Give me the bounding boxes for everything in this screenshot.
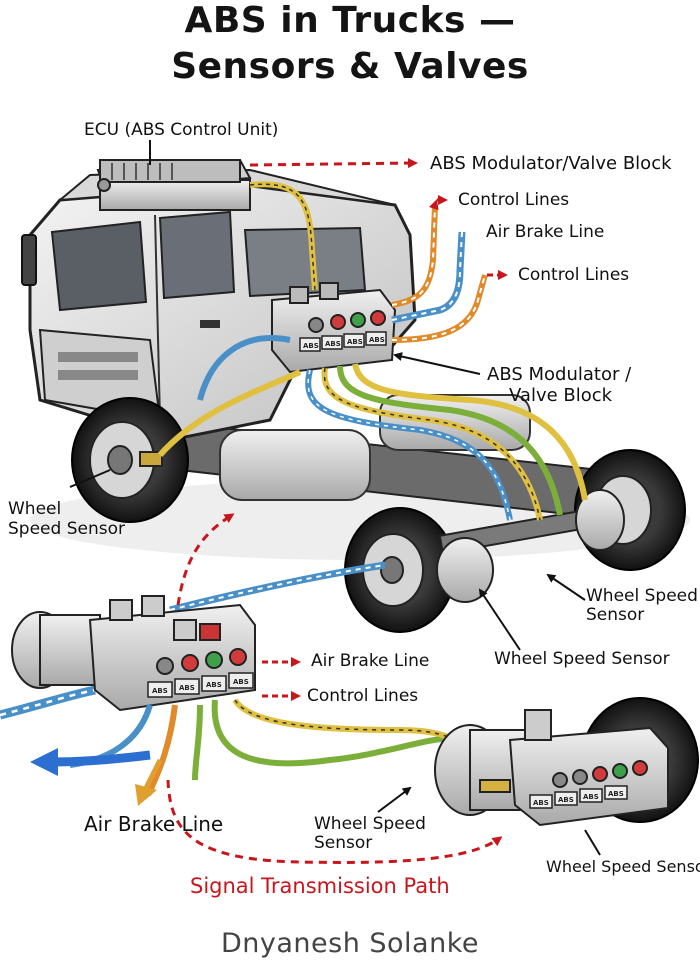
- label-wheel-speed-sensor-bottom-2: Sensor: [314, 833, 373, 853]
- air-tank: [219, 429, 371, 501]
- valve-block-top: ABS ABS ABS ABS: [271, 282, 397, 374]
- author-credit: Dnyanesh Solanke: [220, 928, 479, 959]
- label-wheel-speed-sensor-bottom-1: Wheel Speed: [314, 814, 426, 834]
- label-wheel-speed-sensor-front-1: Wheel: [8, 499, 62, 519]
- side-window: [158, 210, 236, 300]
- rear-brake-drum: [436, 537, 494, 603]
- label-ecu: ECU (ABS Control Unit): [84, 120, 279, 140]
- label-control-lines-1: Control Lines: [458, 190, 570, 210]
- valve-tag: ABS: [533, 799, 549, 807]
- label-abs-modulator-mid-1: ABS Modulator /: [487, 364, 632, 385]
- valve-tag: ABS: [325, 340, 341, 348]
- label-air-brake-line-bottom: Air Brake Line: [84, 812, 224, 836]
- page-title-line-2: Sensors & Valves: [171, 46, 529, 87]
- page-title-line-1: ABS in Trucks —: [184, 0, 516, 41]
- air-flow-arrow-blue: [30, 748, 58, 776]
- valve-tag: ABS: [206, 681, 222, 689]
- label-wheel-speed-sensor-rear-right-1: Wheel Speed: [586, 586, 698, 606]
- valve-tag: ABS: [303, 342, 319, 350]
- label-abs-modulator-top: ABS Modulator/Valve Block: [430, 153, 672, 174]
- label-control-lines-2: Control Lines: [518, 265, 630, 285]
- windshield: [50, 220, 148, 312]
- valve-tag: ABS: [369, 336, 385, 344]
- front-wheel: [71, 397, 189, 523]
- label-air-brake-line-top: Air Brake Line: [486, 222, 605, 242]
- front-wheel-speed-sensor: [139, 451, 163, 467]
- valve-tag: ABS: [152, 687, 168, 695]
- valve-tag: ABS: [558, 796, 574, 804]
- label-air-brake-line-mid: Air Brake Line: [311, 651, 430, 671]
- valve-block-left: ABS ABS ABS ABS: [0, 561, 457, 806]
- rear-wheel-left: [344, 507, 456, 633]
- callout-arrows: [69, 140, 601, 864]
- air-flow-arrow-orange: [135, 784, 157, 806]
- valve-block-right: ABS ABS ABS ABS: [434, 697, 699, 827]
- label-signal-transmission-path: Signal Transmission Path: [190, 874, 450, 898]
- label-wheel-speed-sensor-front-2: Speed Sensor: [8, 519, 125, 539]
- label-control-lines-mid: Control Lines: [307, 686, 419, 706]
- label-wheel-speed-sensor-bottom-right: Wheel Speed Senso: [546, 857, 700, 876]
- label-wheel-speed-sensor-rear-right-2: Sensor: [586, 605, 645, 625]
- valve-tag: ABS: [347, 338, 363, 346]
- ecu-unit: [96, 158, 252, 211]
- label-wheel-speed-sensor-rear-center: Wheel Speed Sensor: [494, 649, 670, 669]
- truck: ABS ABS ABS ABS: [21, 158, 690, 633]
- valve-tag: ABS: [179, 684, 195, 692]
- valve-tag: ABS: [233, 678, 249, 686]
- valve-tag: ABS: [583, 793, 599, 801]
- valve-tag: ABS: [608, 790, 624, 798]
- label-abs-modulator-mid-2: Valve Block: [509, 385, 613, 406]
- side-mirror: [21, 234, 37, 286]
